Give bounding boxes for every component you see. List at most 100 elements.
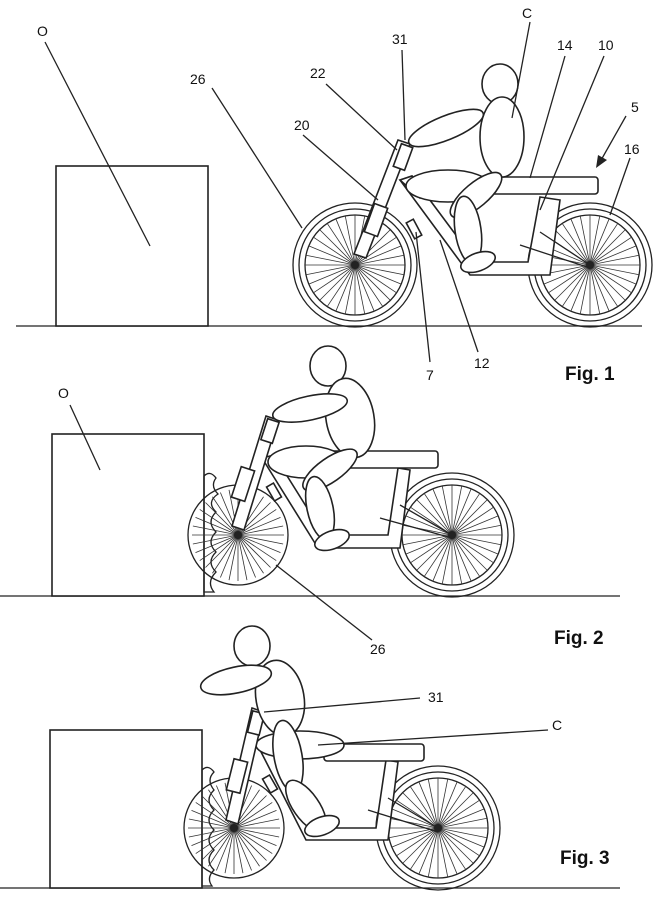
wheel-spoke	[233, 827, 252, 871]
wheel-spoke	[441, 534, 453, 585]
wheel-spoke	[451, 524, 502, 536]
wheel-spoke	[344, 215, 356, 266]
wheel-spoke	[354, 264, 405, 276]
label-steer-head: 31	[392, 31, 408, 47]
front-wheel	[292, 202, 418, 328]
wheel-spoke	[418, 781, 439, 829]
figure-3: 31 C Fig. 3	[0, 625, 620, 891]
wheel-spoke	[208, 827, 235, 867]
wheel-spoke	[220, 534, 239, 578]
wheel-spoke	[191, 827, 235, 846]
wheel-spoke	[388, 817, 439, 829]
wheel-spoke	[233, 827, 273, 854]
wheel-spoke	[212, 496, 239, 536]
rear-wheel	[375, 765, 501, 891]
wheel-spoke	[589, 264, 640, 276]
wheel-spoke	[451, 534, 463, 585]
wheel-spoke	[326, 264, 356, 307]
wheel-spoke	[451, 488, 472, 536]
label-fork-top: 22	[310, 65, 326, 81]
wheel-spoke	[195, 802, 235, 829]
label-rider: C	[522, 5, 532, 21]
figure-caption-3: Fig. 3	[560, 848, 610, 869]
wheel-spoke	[437, 792, 474, 829]
label-front-wheel: 26	[370, 641, 386, 657]
wheel-spoke	[201, 795, 235, 829]
wheel-spoke	[233, 818, 280, 829]
wheel-spoke	[216, 827, 235, 871]
wheel-spoke	[437, 827, 474, 864]
wheel-spoke	[589, 264, 601, 315]
figure-2: O 26 Fig. 2	[0, 345, 620, 657]
wheel-spoke	[319, 229, 356, 266]
wheel-spoke	[437, 778, 449, 829]
wheel-spoke	[305, 254, 356, 266]
wheel-spoke	[326, 223, 356, 266]
wheel-spoke	[561, 264, 591, 307]
wheel-spoke	[589, 264, 619, 307]
wheel-spoke	[451, 534, 502, 546]
wheel-spoke	[319, 264, 356, 301]
wheel-spoke	[237, 534, 277, 561]
vehicle-arrow	[599, 115, 627, 163]
wheel-spoke	[354, 264, 366, 315]
wheel-spoke	[451, 534, 481, 577]
wheel-spoke	[233, 827, 244, 874]
wheel-spoke	[237, 534, 264, 574]
wheel-spoke	[405, 515, 453, 536]
wheel-spoke	[554, 229, 591, 266]
wheel-spoke	[233, 810, 277, 829]
wheel-spoke	[432, 534, 453, 582]
wheel-spoke	[579, 264, 591, 315]
wheel-spoke	[423, 534, 453, 577]
wheel-spoke	[437, 817, 488, 829]
label-fork: 20	[294, 117, 310, 133]
wheel-spoke	[589, 264, 610, 312]
wheel-spoke	[354, 264, 397, 294]
wheel-spoke	[554, 264, 591, 301]
wheel-spoke	[451, 506, 494, 536]
wheel-spoke	[416, 499, 453, 536]
wheel-spoke	[224, 827, 235, 874]
wheel-spoke	[441, 485, 453, 536]
wheel-spoke	[335, 264, 356, 312]
wheel-spoke	[354, 245, 402, 266]
wheel-spoke	[188, 827, 235, 838]
wheel-spoke	[354, 229, 391, 266]
wheel-spoke	[354, 264, 375, 312]
wheel-spoke	[589, 264, 626, 301]
wheel-spoke	[451, 534, 472, 582]
wheel-spoke	[191, 810, 235, 829]
wheel-spoke	[195, 534, 239, 553]
wheel-spoke	[205, 534, 239, 568]
label-frame-rear: 10	[598, 37, 614, 53]
wheel-spoke	[437, 808, 485, 829]
wheel-spoke	[405, 534, 453, 555]
obstacle-box	[49, 729, 203, 889]
label-seat: 14	[557, 37, 573, 53]
wheel-spoke	[305, 264, 356, 276]
wheel-spoke	[437, 827, 458, 875]
wheel-spoke	[199, 534, 239, 561]
wheel-spoke	[437, 827, 467, 870]
wheel-spoke	[418, 827, 439, 875]
wheel-spoke	[437, 827, 480, 857]
wheel-spoke	[548, 264, 591, 294]
wheel-spoke	[589, 264, 637, 285]
wheel-spoke	[589, 229, 626, 266]
wheel-spoke	[589, 254, 640, 266]
wheel-spoke	[354, 264, 391, 301]
wheel-spoke	[237, 517, 281, 536]
wheel-spoke	[308, 245, 356, 266]
label-frame: 12	[474, 355, 490, 371]
wheel-spoke	[451, 493, 481, 536]
wheel-spoke	[233, 802, 273, 829]
wheel-spoke	[192, 525, 239, 536]
label-obstacle: O	[37, 23, 48, 39]
wheel-spoke	[237, 534, 284, 545]
wheel-spoke	[589, 215, 601, 266]
wheel-spoke	[354, 236, 397, 266]
wheel-spoke	[437, 799, 480, 829]
wheel-spoke	[543, 264, 591, 285]
wheel-spoke	[237, 534, 248, 581]
